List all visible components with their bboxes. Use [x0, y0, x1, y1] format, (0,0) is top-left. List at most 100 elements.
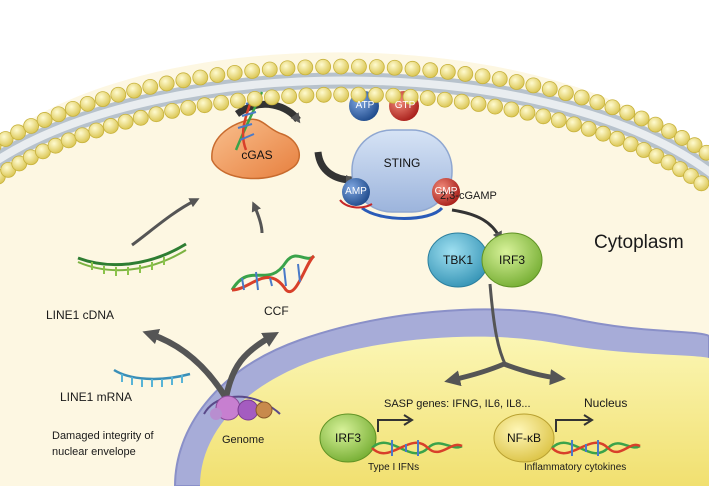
- lipid-head: [261, 61, 278, 78]
- genome-label: Genome: [222, 434, 265, 446]
- arrow-sting-to-tbk1: [451, 208, 502, 242]
- lipid-head: [0, 131, 14, 147]
- lipid-head: [541, 81, 558, 97]
- atp-label: ATP: [355, 100, 375, 111]
- lipid-head: [297, 59, 314, 76]
- lipid-head: [619, 104, 636, 121]
- lipid-head: [519, 104, 536, 121]
- lipid-head: [281, 88, 298, 105]
- lipid-head: [470, 96, 487, 112]
- lipid-head: [79, 95, 96, 112]
- damaged-envelope-label-line1: Damaged integrity of: [52, 430, 154, 442]
- lipid-head: [573, 89, 590, 106]
- lipid-head: [333, 58, 349, 75]
- lipid-head: [50, 106, 67, 123]
- lipid-head: [10, 124, 26, 141]
- type1-ifns-label: Type I IFNs: [368, 462, 420, 473]
- line1-mrna-label: LINE1 mRNA: [60, 390, 133, 404]
- lipid-head: [686, 137, 703, 154]
- lipid-head: [110, 86, 127, 103]
- lipid-head: [132, 109, 149, 126]
- lipid-head: [229, 92, 246, 109]
- gmp-molecule: [432, 178, 460, 206]
- gtp-label: GTP: [394, 100, 416, 111]
- lipid-head: [385, 87, 402, 104]
- line1-cdna-strand: [77, 242, 187, 276]
- lipid-head: [595, 125, 612, 142]
- lipid-head: [419, 90, 436, 106]
- sasp-genes-label: SASP genes: IFNG, IL6, IL8...: [384, 398, 531, 410]
- lipid-head: [698, 144, 709, 161]
- lipid-head: [457, 66, 474, 82]
- irf3-target-dna: [371, 414, 463, 456]
- nfkb-protein: [493, 413, 555, 463]
- lipid-head: [315, 58, 332, 75]
- lipid-head: [647, 116, 664, 133]
- lipid-head: [474, 68, 491, 85]
- lipid-head: [535, 108, 552, 125]
- arrow-to-sasp-left: [444, 361, 505, 387]
- lipid-head: [422, 62, 439, 79]
- nfkb-label: NF-κB: [507, 431, 541, 445]
- lipid-head: [439, 63, 456, 80]
- irf3-protein: [481, 232, 543, 288]
- lipid-head: [298, 87, 315, 104]
- lipid-head: [279, 60, 296, 77]
- lipid-head: [350, 86, 367, 103]
- lipid-head: [244, 63, 261, 79]
- lipid-head: [126, 82, 143, 99]
- lipid-head: [315, 86, 332, 103]
- lipid-head: [148, 106, 165, 123]
- lipid-head: [633, 110, 650, 127]
- arrows: [131, 100, 566, 400]
- arrow-tbk1-to-nucleus: [488, 283, 508, 367]
- arrow-to-sasp-right: [503, 361, 566, 386]
- irf3-label: IRF3: [498, 253, 525, 267]
- lipid-head: [117, 113, 134, 130]
- lipid-head: [386, 59, 403, 76]
- lipid-head: [36, 112, 53, 128]
- lipid-head: [402, 88, 419, 105]
- ccf-label: CCF: [264, 304, 289, 318]
- nucleus-label: Nucleus: [584, 396, 628, 410]
- lipid-head: [550, 112, 567, 129]
- cell-membrane: [0, 72, 709, 182]
- amp-label: AMP: [345, 186, 367, 197]
- lipid-head: [508, 74, 525, 90]
- ccf-dna: [230, 254, 316, 294]
- lipid-head: [491, 71, 508, 87]
- lipid-head: [226, 64, 243, 81]
- lipid-head: [589, 94, 606, 111]
- lipid-head: [566, 116, 582, 133]
- irf3-nuclear-label: IRF3: [334, 431, 361, 445]
- lipid-head: [404, 60, 421, 77]
- sting-protein: [339, 129, 453, 220]
- lipid-head: [264, 89, 280, 106]
- lipid-head: [622, 136, 639, 153]
- lipid-head: [661, 123, 677, 139]
- lipid-head: [503, 101, 520, 118]
- gmp-label: GMP: [434, 186, 458, 197]
- line1-cdna-label: LINE1 cDNA: [46, 308, 115, 322]
- lipid-head: [88, 122, 105, 139]
- lipid-head: [246, 90, 263, 107]
- inflammatory-cytokines-label: Inflammatory cytokines: [524, 462, 627, 473]
- arrow-to-ccf: [223, 332, 279, 399]
- lipid-head: [674, 130, 690, 146]
- lipid-head: [74, 127, 91, 144]
- lipid-head: [635, 142, 652, 158]
- lipid-head: [164, 103, 181, 119]
- lipid-head: [368, 59, 385, 75]
- cgas-label: cGAS: [241, 148, 273, 162]
- lipid-head: [693, 175, 709, 192]
- tbk1-label: TBK1: [442, 253, 473, 267]
- lipid-head: [213, 94, 230, 111]
- lipid-head: [351, 58, 367, 75]
- lipid-head: [604, 99, 621, 116]
- arrow-to-line1-cdna: [142, 328, 229, 400]
- lipid-head: [453, 93, 470, 110]
- lipid-head: [525, 77, 542, 94]
- cytoplasm-label: Cytoplasm: [594, 232, 684, 253]
